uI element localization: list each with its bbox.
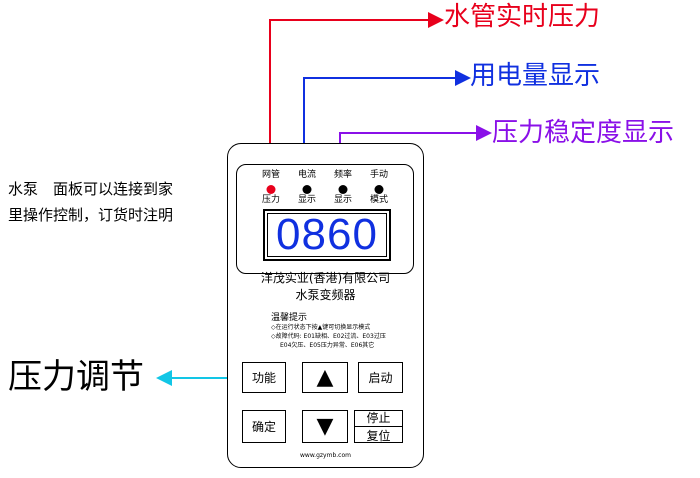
button-divider <box>355 426 402 427</box>
stop-reset-button[interactable]: 停止 复位 <box>354 410 403 443</box>
cyan-arrow-head <box>156 370 172 386</box>
down-button[interactable]: ▼ <box>302 410 348 443</box>
blue-arrow-head <box>455 70 471 86</box>
callout-pressure-realtime: 水管实时压力 <box>444 2 601 32</box>
indicator-3-bottom-label: 显示 <box>333 195 353 205</box>
red-leader-line <box>269 19 428 172</box>
red-arrow-head <box>428 12 444 28</box>
stop-label: 停止 <box>366 411 391 425</box>
product-name: 水泵变频器 <box>295 288 356 302</box>
indicator-1-bottom-label: 压力 <box>261 195 281 205</box>
tip-line-1: ◇在运行状态下按▲键可切换显示模式 <box>271 324 371 331</box>
indicator-2-top-label: 电流 <box>297 170 317 180</box>
callout-power-display: 用电量显示 <box>470 61 601 91</box>
digital-display-inner: 0860 <box>267 213 387 257</box>
indicator-1-top-label: 网管 <box>261 170 281 180</box>
side-note: 水泵 面板可以连接到家 里操作控制，订货时注明 <box>8 180 174 224</box>
digital-display: 0860 <box>263 209 391 261</box>
tips-title: 温馨提示 <box>271 313 308 323</box>
pressure-readout: 0860 <box>276 210 378 259</box>
purple-arrow-head <box>476 125 492 141</box>
up-button[interactable]: ▲ <box>302 362 348 393</box>
indicator-display-panel: 网管 电流 频率 手动 压力 显示 显示 模式 0860 <box>236 164 414 274</box>
indicator-4-bottom-label: 模式 <box>369 195 389 205</box>
callout-stability-display: 压力稳定度显示 <box>492 118 675 148</box>
tip-line-3: E04欠压、E05压力异常、E06其它 <box>280 342 375 349</box>
company-name: 洋茂实业(香港)有限公司 <box>260 271 391 285</box>
indicator-3-top-label: 频率 <box>333 170 353 180</box>
indicator-3-led <box>338 185 348 194</box>
website-url: www.gzymb.com <box>300 452 351 459</box>
function-button[interactable]: 功能 <box>242 362 286 393</box>
control-panel-device: 网管 电流 频率 手动 压力 显示 显示 模式 0860 洋茂实业(香港)有限公… <box>227 143 424 468</box>
blue-leader-line <box>303 77 455 172</box>
tip-line-2: ◇故障代码: E01缺相、E02过流、E03过压 <box>271 333 386 340</box>
callout-pressure-adjust: 压力调节 <box>8 357 144 397</box>
confirm-button[interactable]: 确定 <box>242 410 286 443</box>
indicator-4-led <box>374 185 384 194</box>
reset-label: 复位 <box>366 429 391 443</box>
indicator-2-bottom-label: 显示 <box>297 195 317 205</box>
indicator-4-top-label: 手动 <box>369 170 389 180</box>
start-button[interactable]: 启动 <box>358 362 403 393</box>
indicator-1-led-red <box>266 185 276 194</box>
indicator-2-led <box>302 185 312 194</box>
